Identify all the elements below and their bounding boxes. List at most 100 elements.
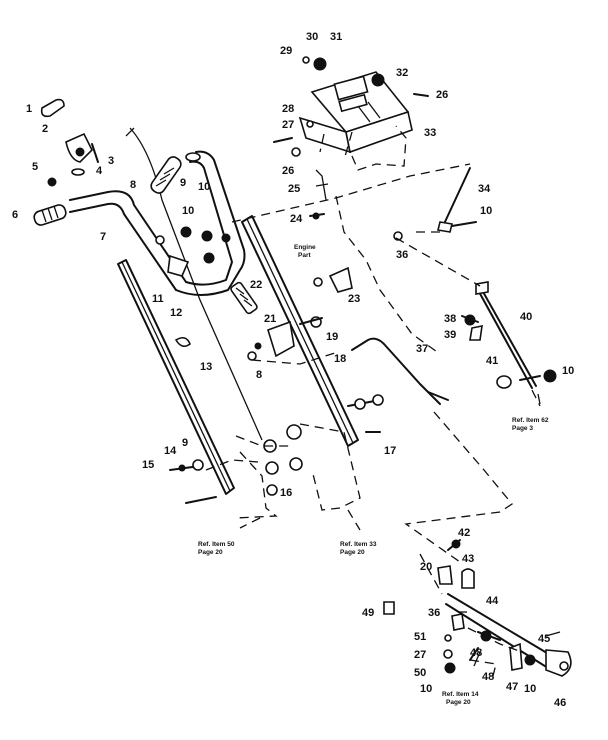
bracket-21 [267, 320, 295, 358]
knob-32 [371, 73, 385, 87]
callout-46: 46 [554, 697, 566, 709]
callout-48a: 48 [470, 647, 482, 659]
ref-item-14-line1: Ref. Item 14 [442, 691, 479, 698]
clip-43 [461, 568, 475, 589]
control-panel [273, 56, 429, 157]
callout-36b: 36 [428, 607, 440, 619]
callout-48b: 48 [482, 671, 494, 683]
callout-30: 30 [306, 31, 318, 43]
callout-24: 24 [290, 213, 303, 225]
spring-22 [230, 281, 258, 315]
callout-23: 23 [348, 293, 360, 305]
callout-43: 43 [462, 553, 474, 565]
washer-4 [71, 168, 85, 176]
callout-47: 47 [506, 681, 518, 693]
knob-1 [40, 98, 65, 118]
callout-11: 11 [152, 293, 164, 305]
callout-6: 6 [12, 209, 18, 221]
callout-5: 5 [32, 161, 38, 173]
callout-14: 14 [164, 445, 177, 457]
callout-10b: 10 [480, 205, 492, 217]
callout-3: 3 [108, 155, 114, 167]
upper-handle [69, 150, 246, 296]
callout-26a: 26 [282, 165, 294, 177]
callout-18: 18 [334, 353, 346, 365]
callout-51: 51 [414, 631, 426, 643]
callout-42: 42 [458, 527, 470, 539]
engine-part-note-line2: Part [298, 252, 311, 259]
callout-39: 39 [444, 329, 456, 341]
callout-50: 50 [414, 667, 426, 679]
callout-17: 17 [384, 445, 396, 457]
ref-item-62-line1: Ref. Item 62 [512, 417, 549, 424]
callout-27b: 27 [414, 649, 426, 661]
callout-37: 37 [416, 343, 428, 355]
callout-7: 7 [100, 231, 106, 243]
rod-40 [481, 289, 537, 387]
engine-part-23 [328, 266, 353, 293]
callout-1: 1 [26, 103, 32, 115]
knob-30 [313, 57, 327, 71]
callout-22: 22 [250, 279, 262, 291]
callout-29: 29 [280, 45, 292, 57]
ref-item-33-line2: Page 20 [340, 549, 365, 556]
callout-16: 16 [280, 487, 292, 499]
callout-36a: 36 [396, 249, 408, 261]
callout-25: 25 [288, 183, 300, 195]
grip-6 [33, 204, 67, 226]
bolt-lower [185, 496, 217, 504]
callout-9a: 9 [180, 177, 186, 189]
shift-rod-37 [351, 337, 441, 405]
bushing-41 [496, 375, 512, 389]
callout-10e: 10 [524, 683, 536, 695]
callout-8a: 8 [130, 179, 136, 191]
callout-27a: 27 [282, 119, 294, 131]
callout-31: 31 [330, 31, 342, 43]
ref-item-14-line2: Page 20 [446, 699, 471, 706]
callout-32: 32 [396, 67, 408, 79]
callout-26b: 26 [436, 89, 448, 101]
screw-3 [91, 143, 99, 163]
callout-4: 4 [96, 165, 103, 177]
callout-15: 15 [142, 459, 154, 471]
callout-labels: 1 2 3 4 5 6 7 8 9 10 11 12 13 14 9 15 16… [12, 31, 574, 709]
callout-28: 28 [282, 103, 294, 115]
callout-38: 38 [444, 313, 456, 325]
callout-10c: 10 [562, 365, 574, 377]
callout-34: 34 [478, 183, 491, 195]
callout-40: 40 [520, 311, 532, 323]
callout-12: 12 [170, 307, 182, 319]
callout-44: 44 [486, 595, 499, 607]
callout-2: 2 [42, 123, 48, 135]
callout-13: 13 [200, 361, 212, 373]
pin-48 [469, 647, 479, 661]
clip-13 [174, 336, 191, 348]
callout-10a: 10 [182, 205, 194, 217]
ref-item-62-line2: Page 3 [512, 425, 533, 432]
callout-21: 21 [264, 313, 276, 325]
ref-item-50-line1: Ref. Item 50 [198, 541, 235, 548]
rod-34 [443, 167, 471, 225]
bolt-49 [383, 601, 395, 615]
reference-notes: Engine Part Ref. Item 50 Page 20 Ref. It… [198, 244, 549, 706]
ref-item-50-line2: Page 20 [198, 549, 223, 556]
callout-45: 45 [538, 633, 550, 645]
grip-8 [150, 156, 182, 194]
nut-5 [47, 177, 57, 187]
callout-8b: 8 [256, 369, 262, 381]
callout-19: 19 [326, 331, 338, 343]
shift-arm-44 [447, 593, 553, 657]
engine-part-note-line1: Engine [294, 244, 316, 251]
screw-26 [413, 93, 429, 97]
control-cable [129, 127, 263, 441]
callout-9b: 9 [182, 437, 188, 449]
bracket-11 [167, 254, 190, 277]
callout-33: 33 [424, 127, 436, 139]
ref-item-33-line1: Ref. Item 33 [340, 541, 377, 548]
callout-41: 41 [486, 355, 498, 367]
reference-lines [205, 125, 541, 681]
callout-20: 20 [420, 561, 432, 573]
callout-49: 49 [362, 607, 374, 619]
